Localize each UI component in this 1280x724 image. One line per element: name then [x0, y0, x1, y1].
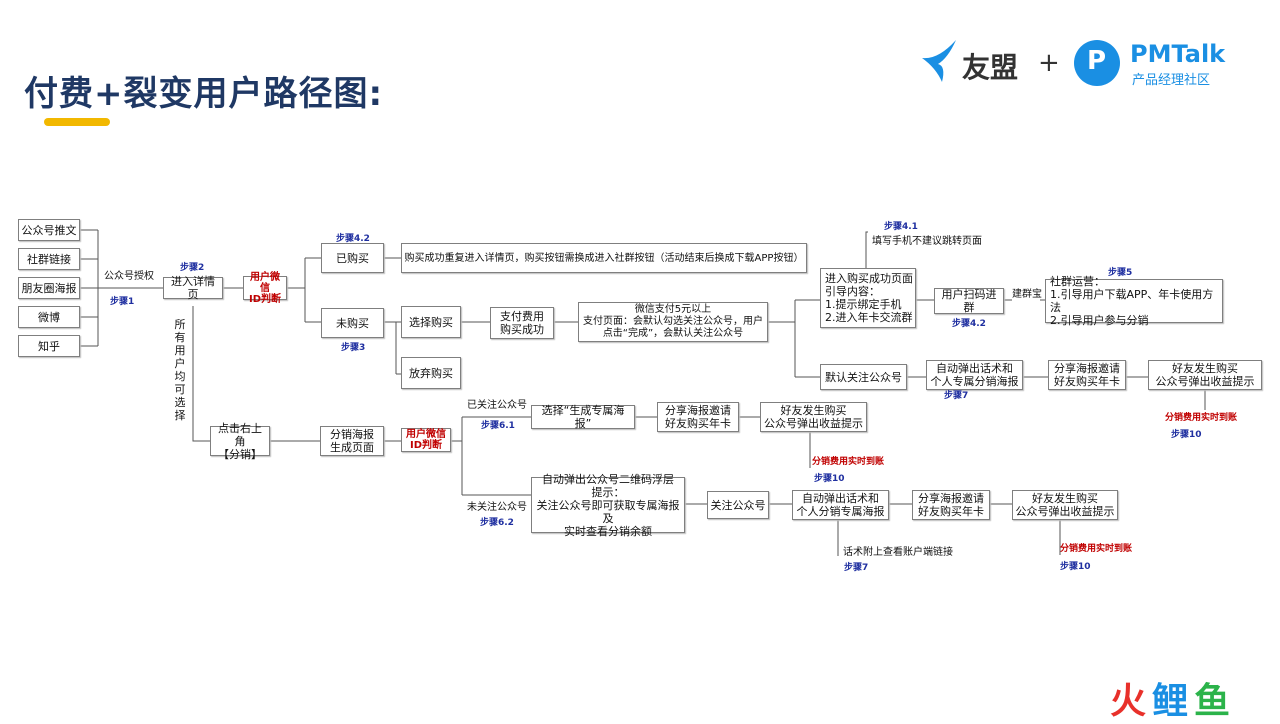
script-link-note: 话术附上查看账户端链接	[843, 547, 953, 558]
source-weibo: 微博	[18, 306, 80, 328]
choose-buy: 选择购买	[401, 306, 461, 338]
fee-arrival-1: 分销费用实时到账	[1165, 413, 1238, 423]
youmeng-logo-text: 友盟	[962, 51, 1019, 84]
logo-plus: +	[1038, 48, 1060, 78]
wechat-id-check-2: 用户微信 ID判断	[401, 428, 451, 452]
group-tool-label: 建群宝	[1012, 289, 1042, 300]
not-followed-label: 未关注公众号	[467, 502, 527, 513]
step4-2b-label: 步骤4.2	[952, 319, 986, 329]
scan-join-group: 用户扫码进群	[934, 288, 1004, 314]
step3-label: 步骤3	[341, 343, 366, 353]
source-wechat-article: 公众号推文	[18, 219, 80, 241]
share-poster-3: 分享海报邀请 好友购买年卡	[912, 490, 990, 520]
select-generate-poster: 选择“生成专属海报”	[531, 404, 635, 430]
default-follow-account: 默认关注公众号	[820, 364, 907, 390]
enter-detail-page: 进入详情页	[163, 275, 223, 301]
purchase-success-text: 进入购买成功页面 引导内容： 1.提示绑定手机 2.进入年卡交流群	[825, 272, 913, 324]
title-underline	[44, 118, 110, 126]
pay-success: 支付费用 购买成功	[490, 307, 554, 339]
pmtalk-icon	[1074, 40, 1120, 86]
pmtalk-icon-letter: P	[1087, 46, 1107, 76]
all-users-note: 所有用户均可选择	[174, 318, 186, 422]
share-poster-1: 分享海报邀请 好友购买年卡	[1048, 360, 1126, 390]
pmtalk-logo-text: PMTalk	[1130, 40, 1226, 68]
source-moments-poster: 朋友圈海报	[18, 277, 80, 299]
pmtalk-logo-subtitle: 产品经理社区	[1132, 73, 1211, 88]
watermark-text: 火鲤鱼	[1110, 681, 1237, 722]
share-poster-2: 分享海报邀请 好友购买年卡	[657, 402, 739, 432]
step5-label: 步骤5	[1108, 268, 1133, 278]
fee-arrival-2: 分销费用实时到账	[812, 457, 885, 467]
friend-buy-notice-2: 好友发生购买 公众号弹出收益提示	[760, 402, 867, 432]
logo-area: 友盟 + P PMTalk 产品经理社区	[918, 38, 1238, 88]
qr-code-popup: 自动弹出公众号二维码浮层 提示： 关注公众号即可获取专属海报及 实时查看分销余额	[531, 473, 685, 538]
auto-popup-poster-1: 自动弹出话术和 个人专属分销海报	[926, 360, 1023, 390]
step7b-label: 步骤7	[844, 563, 869, 573]
poster-generate-page: 分销海报 生成页面	[320, 426, 384, 456]
step1-label: 步骤1	[110, 297, 135, 307]
step6-1-label: 步骤6.1	[481, 421, 515, 431]
give-up-buy: 放弃购买	[401, 357, 461, 389]
follow-account: 关注公众号	[707, 491, 769, 519]
step10a-label: 步骤10	[1171, 430, 1202, 440]
step6-2-label: 步骤6.2	[480, 518, 514, 528]
youmeng-bird-icon	[922, 40, 956, 82]
page-title: 付费+裂变用户路径图:	[24, 74, 384, 114]
wechat-id-check-1: 用户微信 ID判断	[243, 272, 287, 305]
friend-buy-notice-3: 好友发生购买 公众号弹出收益提示	[1012, 490, 1118, 520]
step7a-label: 步骤7	[944, 391, 969, 401]
auth-label: 公众号授权	[104, 271, 154, 282]
step10c-label: 步骤10	[1060, 562, 1091, 572]
step4-1-label: 步骤4.1	[884, 222, 918, 232]
already-bought: 已购买	[321, 243, 384, 273]
step2-label: 步骤2	[180, 263, 205, 273]
not-bought: 未购买	[321, 308, 384, 338]
purchase-success-page: 进入购买成功页面 引导内容： 1.提示绑定手机 2.进入年卡交流群	[820, 268, 916, 328]
fee-arrival-3: 分销费用实时到账	[1060, 544, 1133, 554]
auto-popup-poster-2: 自动弹出话术和 个人分销专属海报	[792, 490, 889, 520]
bought-note: 购买成功重复进入详情页，购买按钮需换成进入社群按钮（活动结束后换成下载APP按钮…	[401, 243, 807, 273]
step10b-label: 步骤10	[814, 474, 845, 484]
followed-label: 已关注公众号	[467, 400, 527, 411]
phone-note: 填写手机不建议跳转页面	[872, 236, 982, 247]
source-community-link: 社群链接	[18, 248, 80, 270]
friend-buy-notice-1: 好友发生购买 公众号弹出收益提示	[1148, 360, 1262, 390]
source-zhihu: 知乎	[18, 335, 80, 357]
community-operation: 社群运营： 1.引导用户下载APP、年卡使用方法 2.引导用户参与分销	[1045, 275, 1223, 327]
click-top-right-distribute: 点击右上角 【分销】	[210, 422, 270, 461]
payment-note: 微信支付5元以上 支付页面：会默认勾选关注公众号，用户点击“完成”，会默认关注公…	[578, 302, 768, 342]
step4-2a-label: 步骤4.2	[336, 234, 370, 244]
watermark: 火鲤鱼	[1110, 672, 1236, 724]
